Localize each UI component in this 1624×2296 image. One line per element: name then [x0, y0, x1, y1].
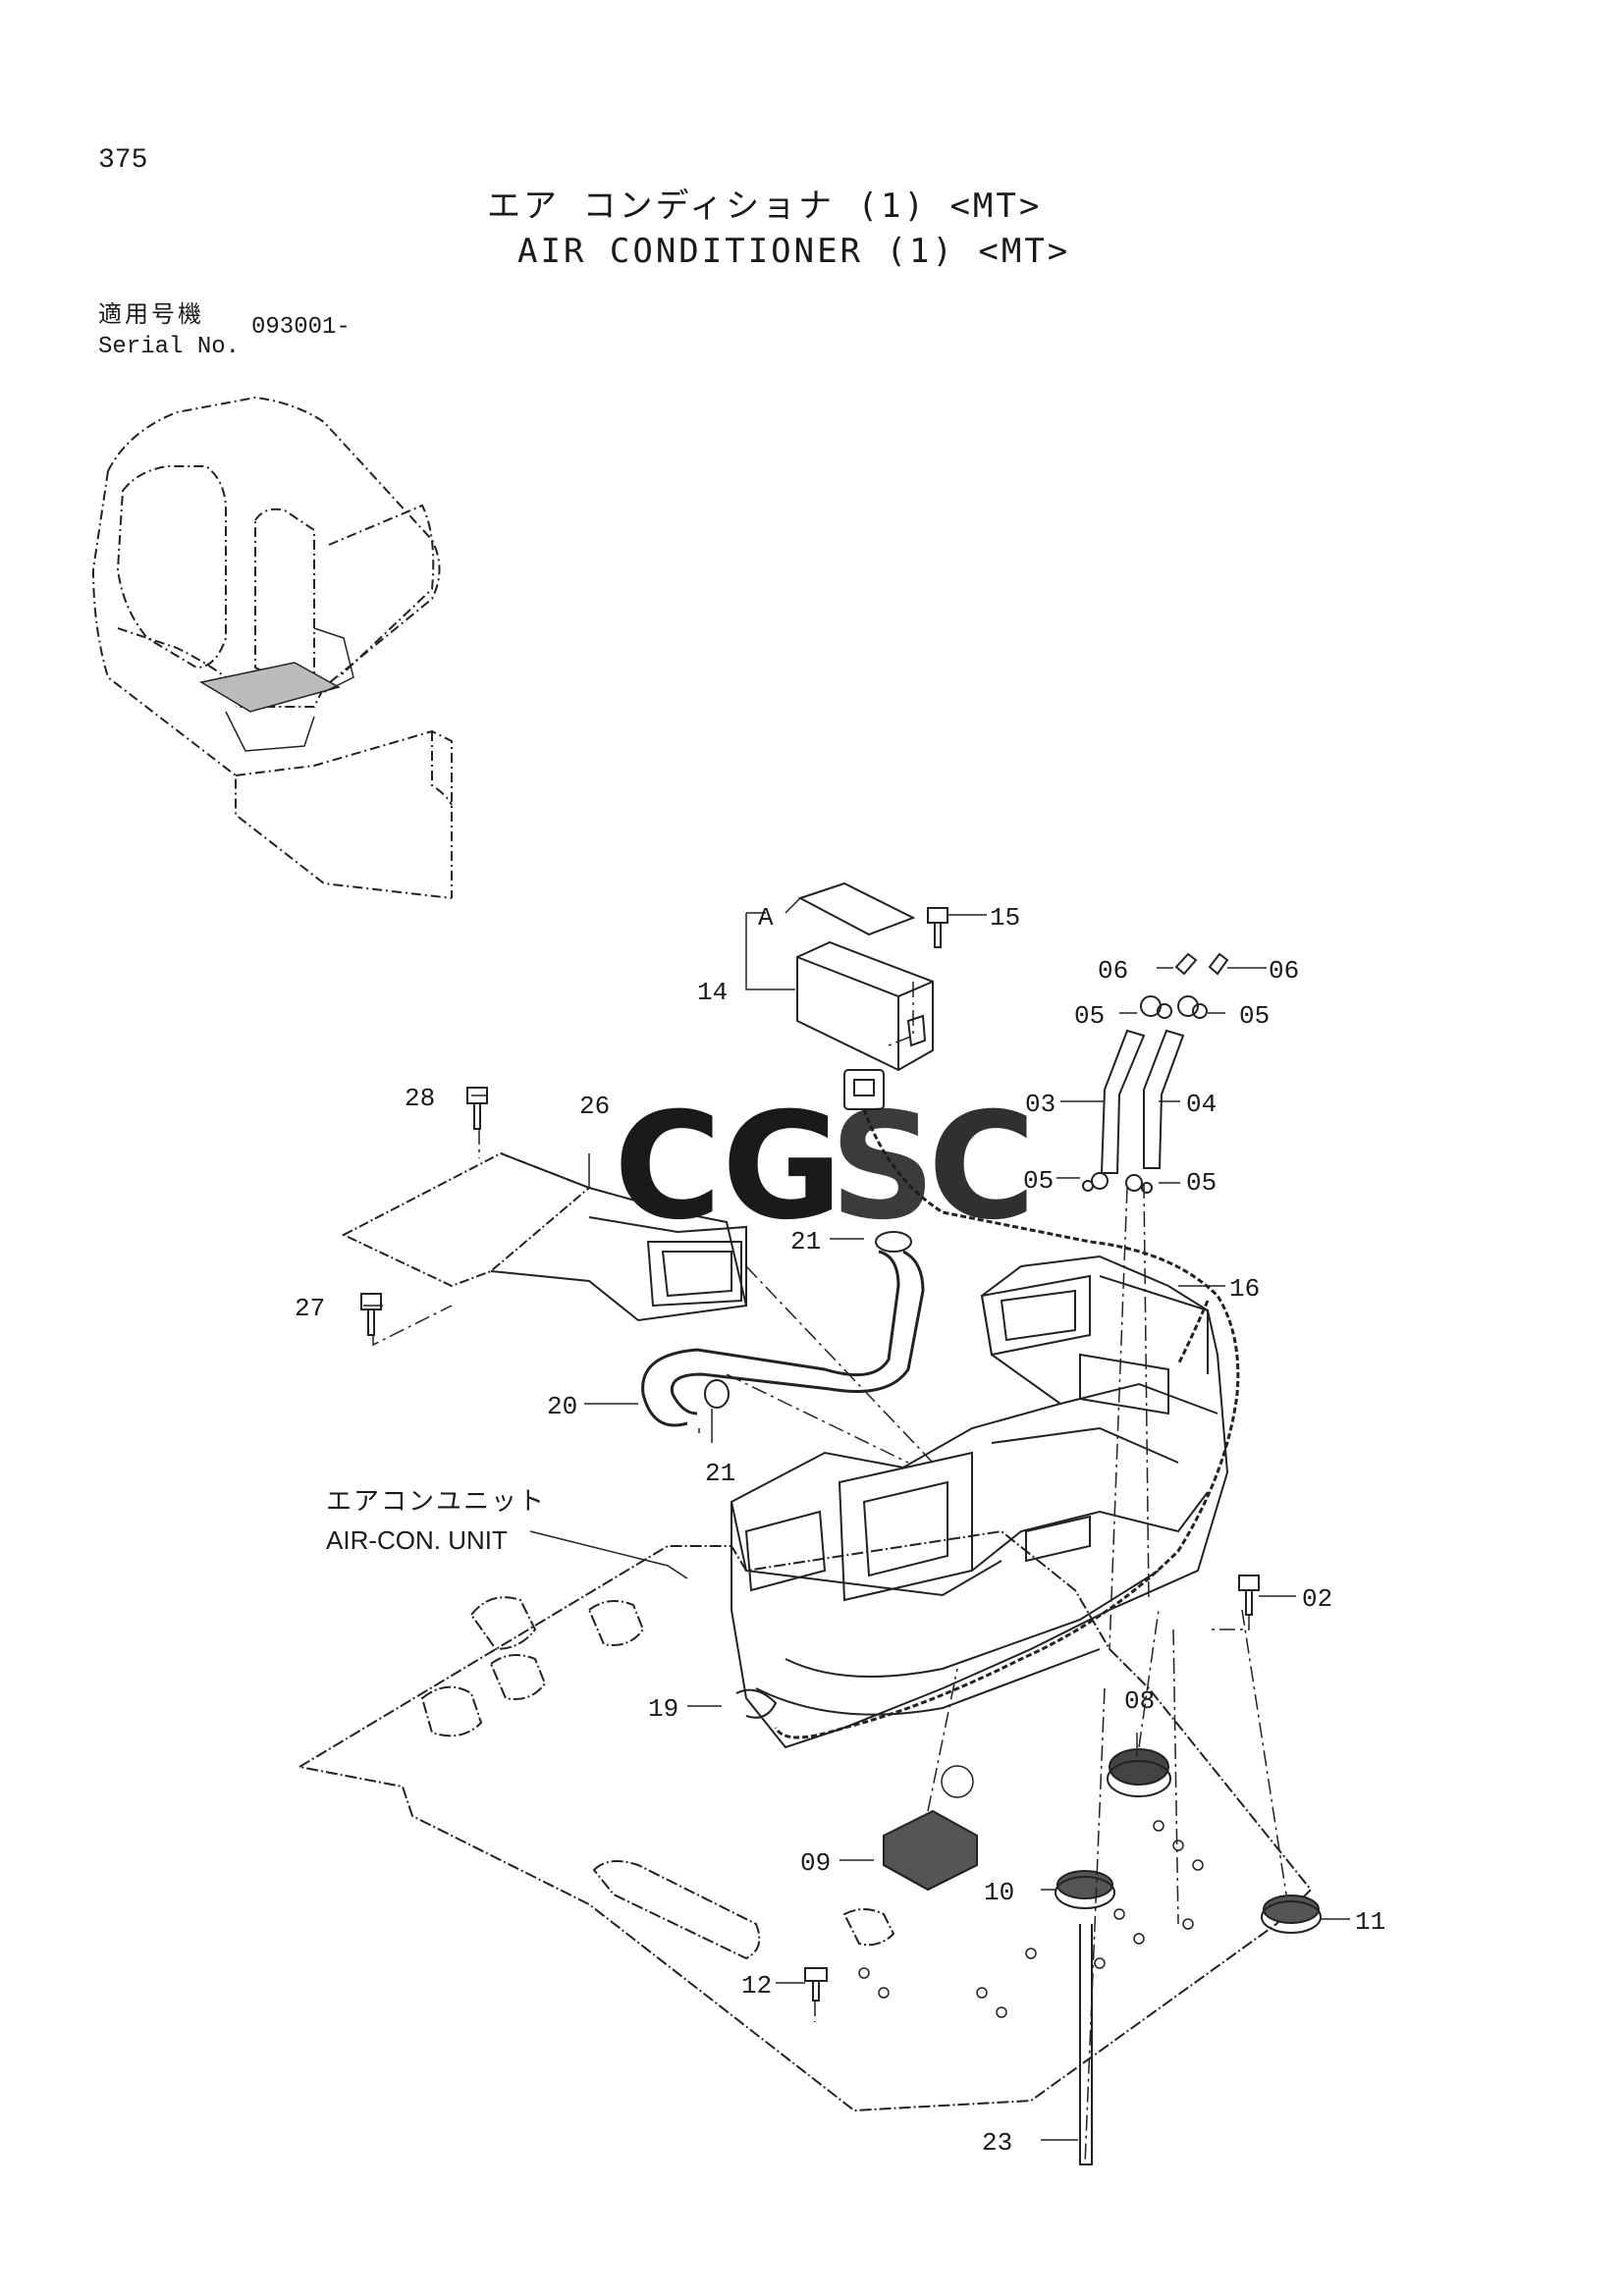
- assembly-lines: [372, 982, 1287, 2165]
- rubber-mount-10: [1055, 1870, 1115, 1909]
- unit-label-en: AIR-CON. UNIT: [326, 1525, 508, 1555]
- watermark-letter-g: G: [722, 1082, 842, 1253]
- watermark-letter-c2: C: [928, 1082, 1036, 1253]
- callout-06b: 06: [1269, 956, 1299, 986]
- bolts: [360, 907, 1260, 2002]
- watermark-letter-c1: C: [614, 1082, 722, 1253]
- cab-overview-illustration: [91, 396, 453, 899]
- callout-04: 04: [1186, 1090, 1217, 1119]
- drain-tube: [1079, 1924, 1093, 2165]
- cgsc-watermark: C G S C: [614, 1082, 1036, 1253]
- serial-label-jp: 適用号機: [98, 300, 204, 328]
- callout-28: 28: [405, 1084, 435, 1113]
- callout-05b: 05: [1239, 1001, 1270, 1031]
- hose-clamps: [704, 1231, 912, 1409]
- lower-clamps: [1082, 1172, 1153, 1194]
- unit-label: エアコンユニット AIR-CON. UNIT: [326, 1487, 546, 1555]
- drain-pipes: [1100, 1029, 1185, 1174]
- callout-14: 14: [697, 978, 728, 1007]
- harness-connector: [843, 1069, 885, 1110]
- callout-12: 12: [741, 1971, 772, 2001]
- callout-02: 02: [1302, 1584, 1332, 1614]
- callout-05a: 05: [1074, 1001, 1105, 1031]
- serial-label-en: Serial No.: [98, 334, 241, 360]
- callout-labels: A 15 14 06 06 05 05 03 04 05 05 28 26 21…: [295, 903, 1385, 2158]
- heater-hose: [641, 1250, 925, 1427]
- rubber-mount-08: [1107, 1748, 1171, 1797]
- rubber-mount-09: [883, 1809, 978, 1892]
- callout-03: 03: [1025, 1090, 1056, 1119]
- floor-plate: [297, 1529, 1313, 2112]
- upper-clamps: [1140, 952, 1229, 1019]
- callout-23: 23: [982, 2128, 1012, 2158]
- watermark-letter-s: S: [830, 1082, 936, 1253]
- callout-09: 09: [800, 1848, 831, 1878]
- rubber-mount-11: [1261, 1895, 1322, 1934]
- callout-27: 27: [295, 1294, 325, 1323]
- callout-06a: 06: [1098, 956, 1128, 986]
- callout-11: 11: [1355, 1907, 1385, 1937]
- wiring-harness: [774, 1108, 1240, 1739]
- title-jp: エア コンディショナ (1) <MT>: [487, 187, 1043, 226]
- air-con-unit-body: [731, 1255, 1229, 1749]
- title-en: AIR CONDITIONER (1) <MT>: [517, 232, 1071, 271]
- clip-19: [735, 1688, 778, 1719]
- serial-number: 093001-: [251, 314, 351, 341]
- callout-21a: 21: [790, 1227, 821, 1256]
- callout-26: 26: [579, 1092, 610, 1121]
- callout-19: 19: [648, 1694, 678, 1724]
- floor-plate-holes: [858, 1765, 1204, 2018]
- unit-label-jp: エアコンユニット: [326, 1487, 546, 1517]
- callout-05d: 05: [1186, 1168, 1217, 1198]
- callout-05c: 05: [1023, 1166, 1054, 1196]
- leader-lines: [363, 897, 1350, 2141]
- air-duct: [341, 1151, 748, 1322]
- cab-unit-hint: [198, 627, 354, 752]
- callout-15: 15: [990, 903, 1020, 933]
- controller-box: [796, 940, 934, 1072]
- callout-16: 16: [1229, 1274, 1260, 1304]
- callout-21b: 21: [705, 1459, 735, 1488]
- callout-20: 20: [547, 1392, 577, 1421]
- cover-a: [797, 881, 916, 936]
- callout-08: 08: [1124, 1686, 1155, 1716]
- page-number: 375: [98, 145, 148, 176]
- callout-10: 10: [984, 1878, 1014, 1907]
- callout-A: A: [758, 903, 774, 933]
